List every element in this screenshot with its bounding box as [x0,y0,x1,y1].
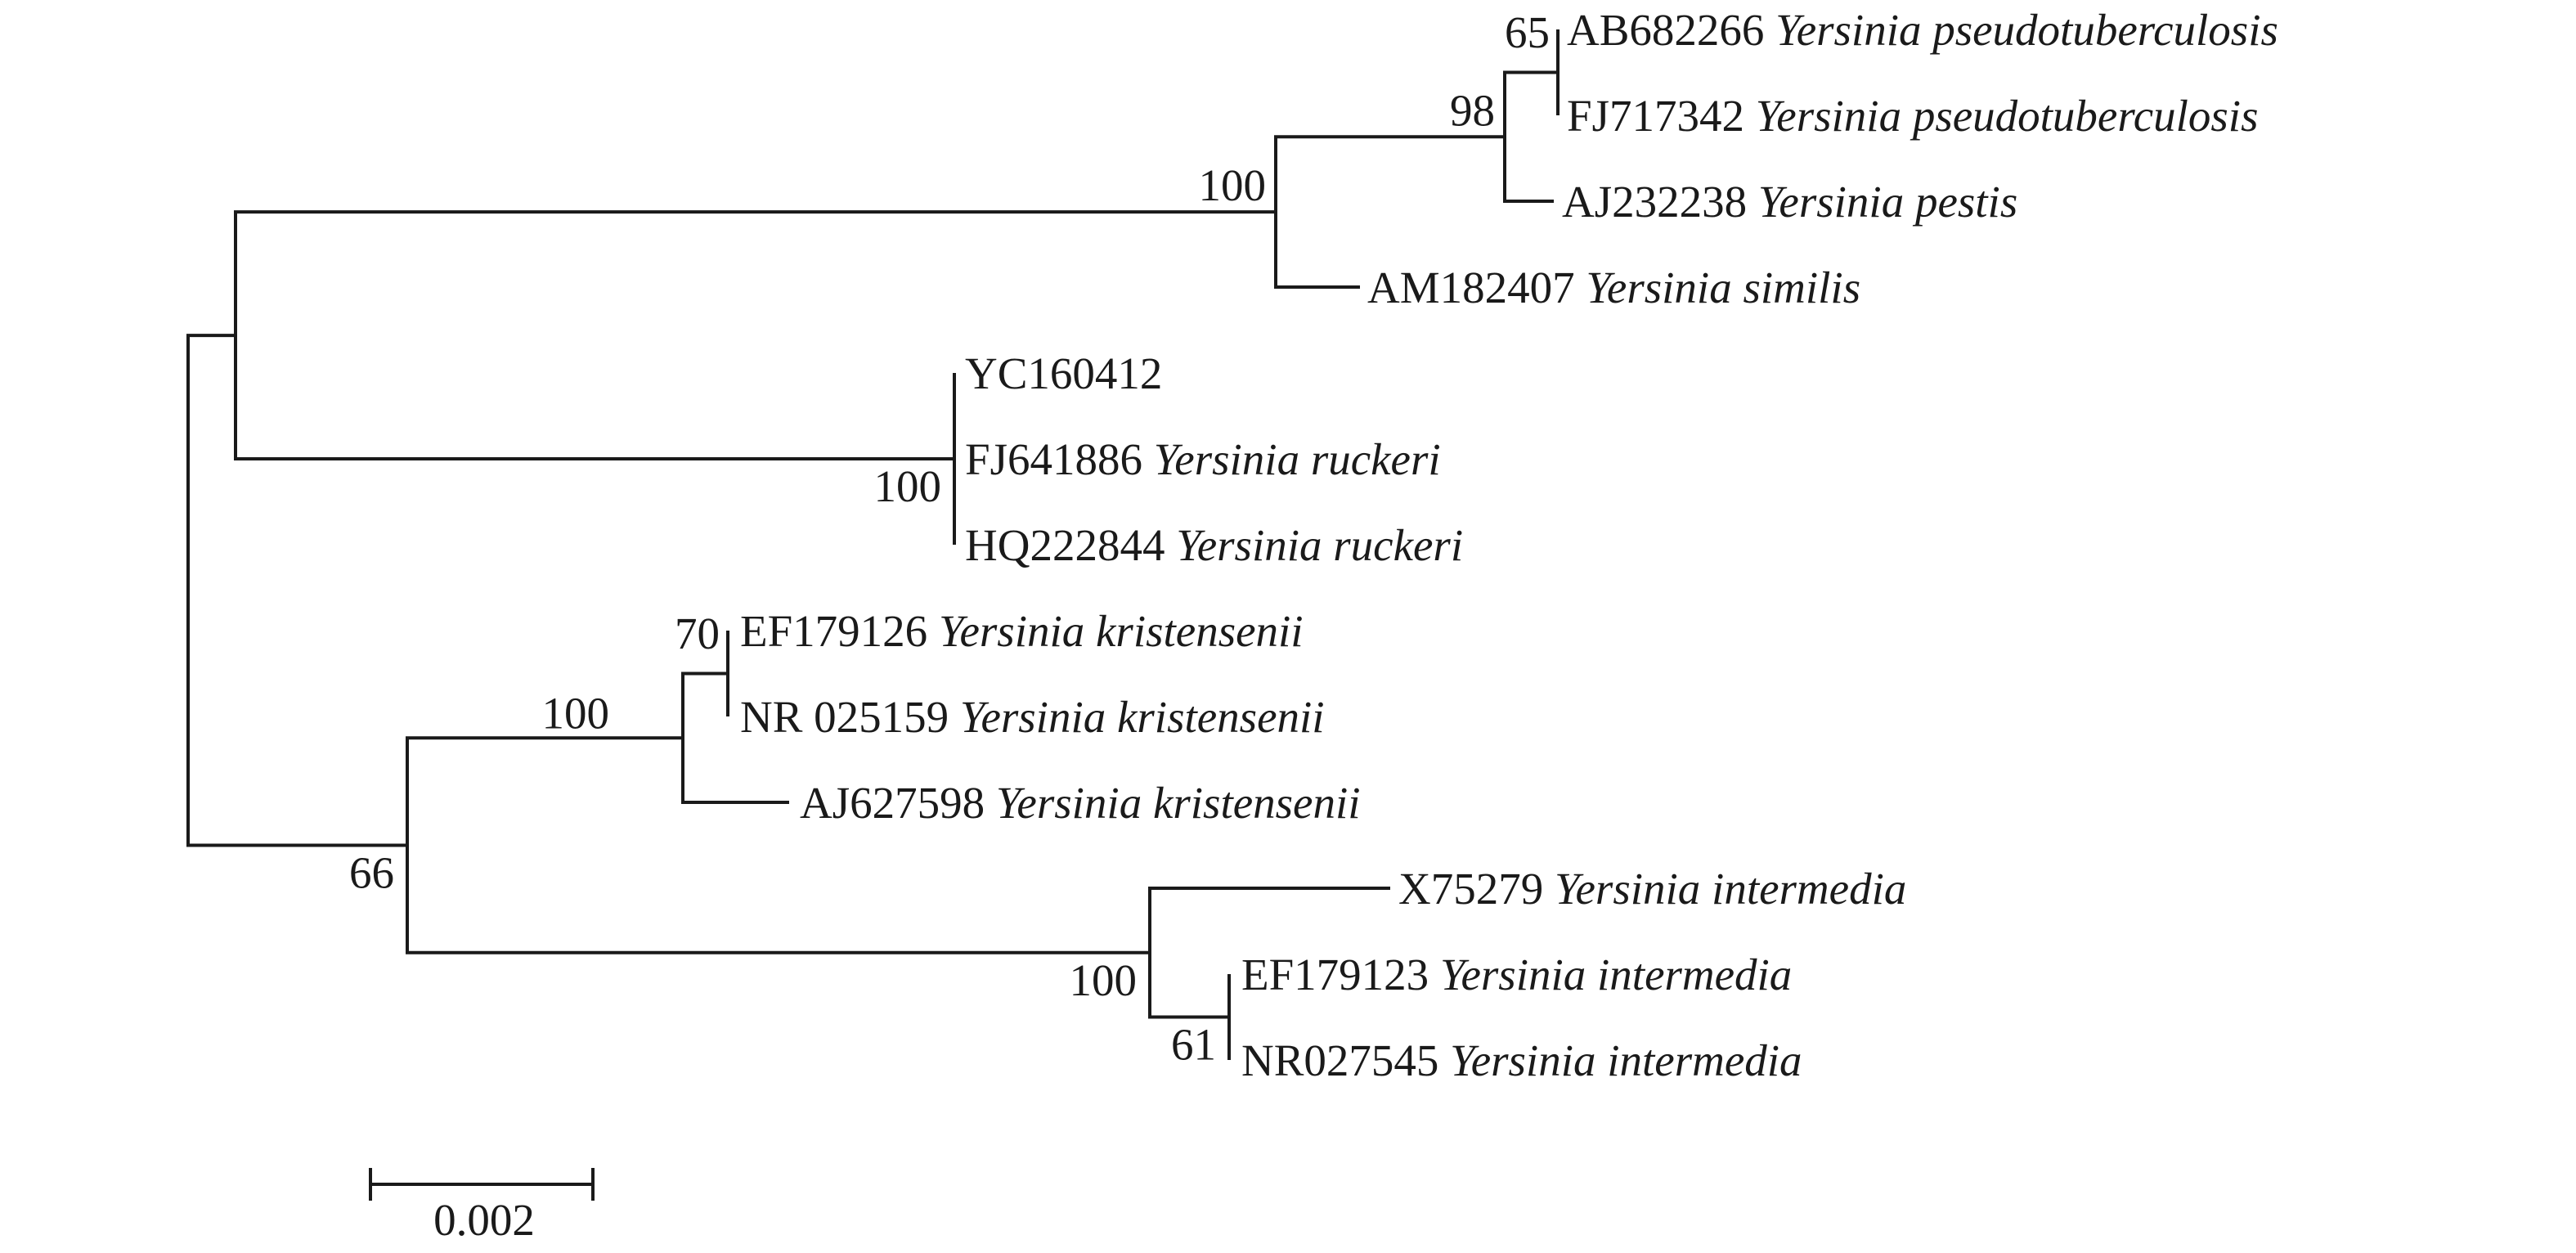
tip-species-name: Yersinia intermedia [1438,1035,1802,1085]
tip-species-name: Yersinia pseudotuberculosis [1744,91,2258,141]
tree-branches-layer: AB682266 Yersinia pseudotuberculosisFJ71… [186,5,2278,1085]
tip-label: FJ641886 Yersinia ruckeri [965,434,1441,484]
tip-label: HQ222844 Yersinia ruckeri [965,520,1463,570]
tip-label: AM182407 Yersinia similis [1367,263,1860,312]
bootstrap-label: 100 [1199,160,1267,210]
tip-accession: EF179123 [1241,950,1429,999]
tip-accession: X75279 [1398,864,1543,914]
bootstrap-label: 100 [874,461,942,511]
tip-species-name: Yersinia pestis [1747,177,2017,227]
tip-species-name: Yersinia kristensenii [927,606,1303,656]
tip-accession: AB682266 [1567,5,1764,55]
tip-label: NR 025159 Yersinia kristensenii [740,692,1325,742]
tip-accession: HQ222844 [965,520,1165,570]
bootstrap-label: 65 [1505,7,1550,57]
tip-label: NR027545 Yersinia intermedia [1241,1035,1802,1085]
tip-label: AJ232238 Yersinia pestis [1562,177,2017,227]
tip-label: EF179123 Yersinia intermedia [1241,950,1792,999]
bootstrap-label: 100 [542,688,610,738]
tip-accession: YC160412 [965,348,1162,398]
bootstrap-label: 100 [1070,955,1138,1005]
tip-species-name: Yersinia pseudotuberculosis [1764,5,2278,55]
tip-label: FJ717342 Yersinia pseudotuberculosis [1567,91,2258,141]
scale-bar-label: 0.002 [433,1195,535,1245]
tip-label: AJ627598 Yersinia kristensenii [800,778,1361,828]
tip-label: EF179126 Yersinia kristensenii [740,606,1304,656]
tip-species-name: Yersinia similis [1575,263,1860,312]
tip-species-name: Yersinia kristensenii [949,692,1324,742]
tip-accession: EF179126 [740,606,927,656]
bootstrap-label: 70 [675,609,720,658]
tip-label: AB682266 Yersinia pseudotuberculosis [1567,5,2278,55]
tip-accession: FJ717342 [1567,91,1744,141]
tip-accession: NR027545 [1241,1035,1438,1085]
tip-species-name: Yersinia kristensenii [985,778,1360,828]
tip-species-name: Yersinia intermedia [1429,950,1792,999]
bootstrap-label: 66 [349,848,394,898]
tip-accession: AJ232238 [1562,177,1747,227]
tip-accession: FJ641886 [965,434,1142,484]
tip-species-name: Yersinia ruckeri [1142,434,1441,484]
tip-species-name: Yersinia ruckeri [1165,520,1463,570]
tip-accession: AJ627598 [800,778,985,828]
tip-label: X75279 Yersinia intermedia [1398,864,1906,914]
tip-species-name: Yersinia intermedia [1543,864,1906,914]
tip-accession: NR 025159 [740,692,949,742]
tip-accession: AM182407 [1367,263,1575,312]
tip-label: YC160412 [965,348,1162,398]
bootstrap-label: 61 [1171,1020,1216,1070]
scale-bar: 0.002 [369,1168,595,1245]
bootstrap-label: 98 [1450,85,1495,135]
